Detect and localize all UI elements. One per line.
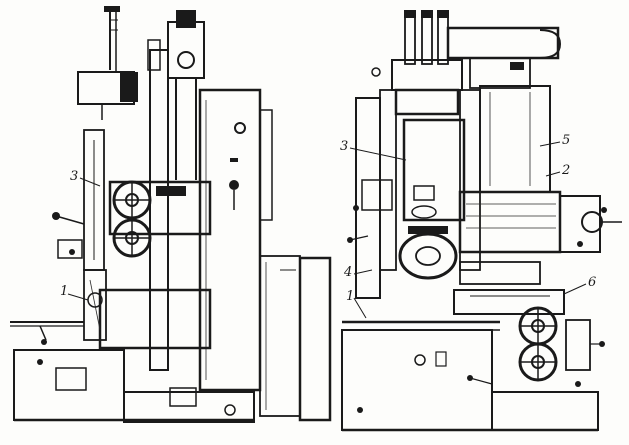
right-view-machine: 3 5 2 4 1 6 — [340, 10, 622, 432]
left-handwheel-lower — [112, 218, 152, 258]
left-pedestal — [259, 255, 332, 422]
right-callout-6: 6 — [588, 275, 596, 290]
left-upper-housing — [77, 71, 138, 120]
right-callout-3: 3 — [340, 139, 348, 154]
right-handwheel-upper — [518, 306, 558, 346]
right-callout-2: 2 — [561, 163, 570, 178]
right-side-controls — [565, 319, 605, 387]
left-handwheel-upper — [112, 180, 152, 220]
left-callout-3: 3 — [70, 169, 78, 184]
right-table-bed — [341, 320, 599, 432]
left-side-controls — [52, 129, 105, 271]
left-tall-body — [198, 88, 273, 392]
right-overarm — [446, 26, 562, 89]
right-top-tool-holders — [404, 10, 449, 65]
left-headstock-arm — [108, 180, 212, 236]
right-spindle-head — [402, 118, 466, 222]
right-callout-5: 5 — [562, 133, 570, 148]
right-rotary-table — [398, 226, 458, 280]
left-view-machine: 3 1 — [10, 6, 332, 423]
right-callout-4: 4 — [343, 265, 352, 280]
right-left-body — [347, 97, 393, 299]
right-cross-slide — [458, 190, 562, 254]
left-feed-box — [83, 269, 212, 350]
left-base — [13, 349, 255, 423]
right-callout-1: 1 — [346, 289, 354, 304]
right-drive-unit — [453, 261, 565, 315]
right-handwheel-lower — [518, 342, 558, 382]
left-top-rod — [104, 6, 120, 72]
right-tool-post — [559, 195, 622, 253]
left-main-column — [147, 10, 205, 371]
left-tool-arm — [10, 321, 84, 345]
left-callout-1: 1 — [60, 284, 68, 299]
